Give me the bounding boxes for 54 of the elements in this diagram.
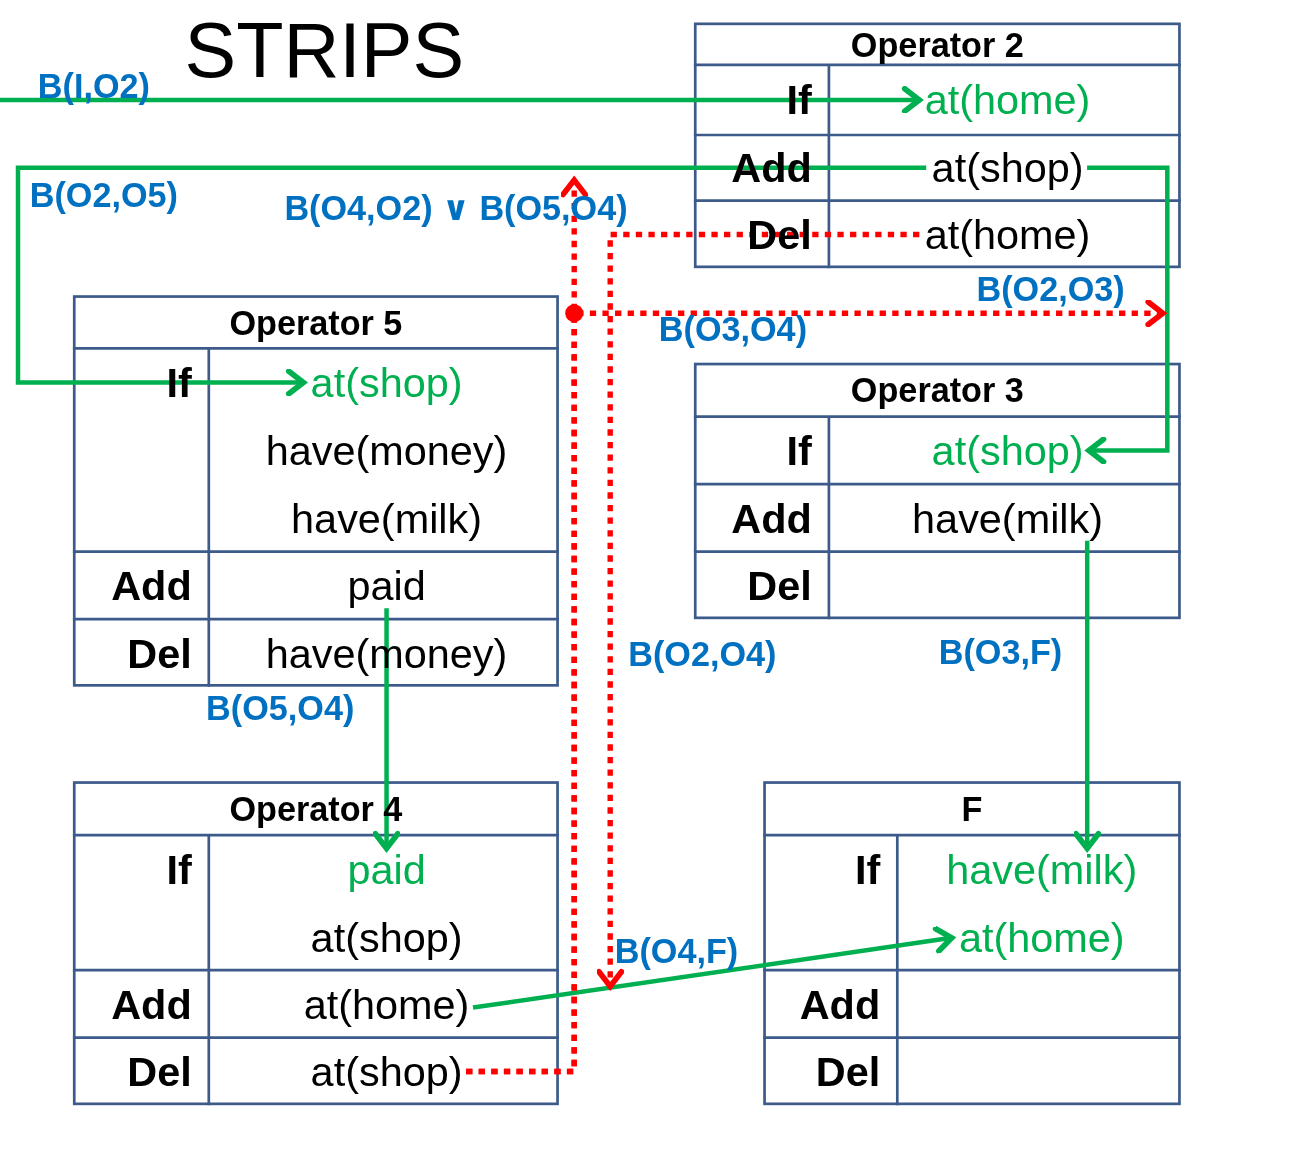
condition-text: have(milk) — [912, 495, 1103, 541]
edge-label: B(O2,O3) — [976, 270, 1125, 309]
edge-label: B(O5,O4) — [206, 690, 355, 728]
row-label: If — [786, 427, 812, 474]
operator-table — [763, 781, 1181, 1106]
connector-arrow — [372, 608, 401, 852]
table-heading: Operator 3 — [850, 370, 1024, 412]
condition-text: at(shop) — [931, 145, 1084, 191]
condition-text: have(money) — [265, 428, 508, 474]
row-label: Add — [111, 981, 192, 1027]
condition-text: at(home) — [958, 915, 1125, 961]
condition-text: paid — [347, 562, 426, 609]
edge-label: B(O4,F) — [614, 933, 739, 971]
operator-table — [693, 22, 1181, 269]
row-label: Del — [127, 630, 192, 676]
condition-text: at(shop) — [931, 427, 1084, 474]
table-heading: F — [961, 789, 983, 830]
operator-table — [72, 295, 559, 687]
row-label: Del — [127, 1048, 192, 1095]
row-label: Add — [111, 562, 192, 609]
connector-arrow — [0, 85, 923, 114]
condition-text: at(shop) — [310, 359, 463, 406]
table-heading: Operator 2 — [850, 25, 1024, 65]
condition-text: at(shop) — [310, 1048, 463, 1095]
title: STRIPS — [184, 10, 465, 89]
edge-label: B(O3,O4) — [658, 311, 808, 349]
condition-text: paid — [347, 846, 426, 893]
condition-text: at(shop) — [310, 915, 463, 961]
row-label: Del — [747, 562, 812, 609]
row-label: Del — [747, 211, 812, 258]
condition-text: at(home) — [924, 77, 1091, 123]
table-heading: Operator 5 — [229, 303, 403, 344]
row-label: If — [854, 846, 881, 893]
edge-label: B(O3,F) — [938, 634, 1063, 673]
connector-arrow — [466, 299, 1166, 1075]
row-label: Add — [731, 495, 812, 541]
condition-text: at(home) — [303, 981, 470, 1027]
operator-table — [72, 781, 559, 1106]
condition-text: have(milk) — [291, 496, 482, 543]
connector-arrow — [472, 925, 955, 1010]
edge-label: B(O4,O2) ∨ B(O5,O4) — [284, 189, 628, 228]
row-label: Add — [799, 981, 881, 1027]
edge-label: B(I,O2) — [37, 68, 150, 106]
edge-label: B(O2,O5) — [29, 177, 178, 215]
condition-text: at(home) — [924, 211, 1091, 258]
connector-arrow — [596, 231, 920, 990]
connector-arrow — [1073, 540, 1102, 852]
row-label: If — [166, 846, 192, 893]
connector-arrow — [15, 165, 927, 397]
operator-table — [693, 362, 1181, 620]
connector-arrow — [1086, 165, 1170, 465]
condition-text: have(milk) — [946, 846, 1138, 893]
row-label: Del — [815, 1048, 881, 1095]
edge-label: B(O2,O4) — [628, 636, 777, 674]
